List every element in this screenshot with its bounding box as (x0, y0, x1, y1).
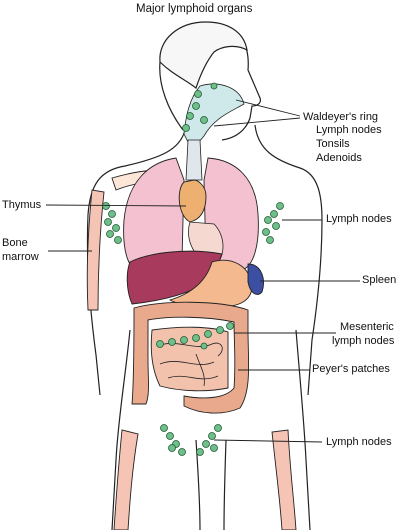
label-peyers-patches: Peyer's patches (312, 363, 390, 375)
label-adenoids: Adenoids (316, 152, 362, 164)
label-spleen: Spleen (362, 274, 397, 286)
diagram-title: Major lymphoid organs (136, 3, 253, 15)
label-lymph-nodes-inguinal: Lymph nodes (326, 436, 392, 448)
label-lymph-nodes-axillary: Lymph nodes (326, 213, 392, 225)
cervical-lymph-nodes (182, 82, 218, 132)
hair (159, 21, 248, 90)
left-leg-bone (113, 429, 139, 530)
label-marrow: marrow (2, 251, 39, 263)
large-intestine (131, 301, 250, 414)
throat-airway (183, 83, 245, 151)
left-arm-bone (86, 189, 105, 311)
small-intestine-coils (157, 342, 223, 387)
thymus-organ (178, 179, 207, 223)
small-intestine (150, 326, 229, 392)
mesenteric-lymph-nodes (156, 322, 234, 350)
label-mesenteric: Mesenteric (340, 321, 394, 333)
trachea (185, 139, 203, 181)
right-leg-bone (271, 429, 297, 530)
spleen-organ (247, 263, 264, 295)
inguinal-lymph-nodes-right (196, 424, 222, 456)
label-bone: Bone (2, 237, 28, 249)
label-mesenteric-lymph-nodes: lymph nodes (332, 335, 395, 347)
label-tonsils: Tonsils (316, 138, 350, 150)
label-waldeyers-ring: Waldeyer's ring (303, 111, 379, 123)
label-thymus: Thymus (2, 199, 42, 211)
leader-lines (45, 99, 360, 443)
inguinal-lymph-nodes-left (160, 424, 186, 456)
axillary-lymph-nodes-right (262, 202, 284, 244)
label-lymph-nodes-waldeyer: Lymph nodes (316, 124, 382, 136)
axillary-lymph-nodes-left (102, 202, 122, 244)
